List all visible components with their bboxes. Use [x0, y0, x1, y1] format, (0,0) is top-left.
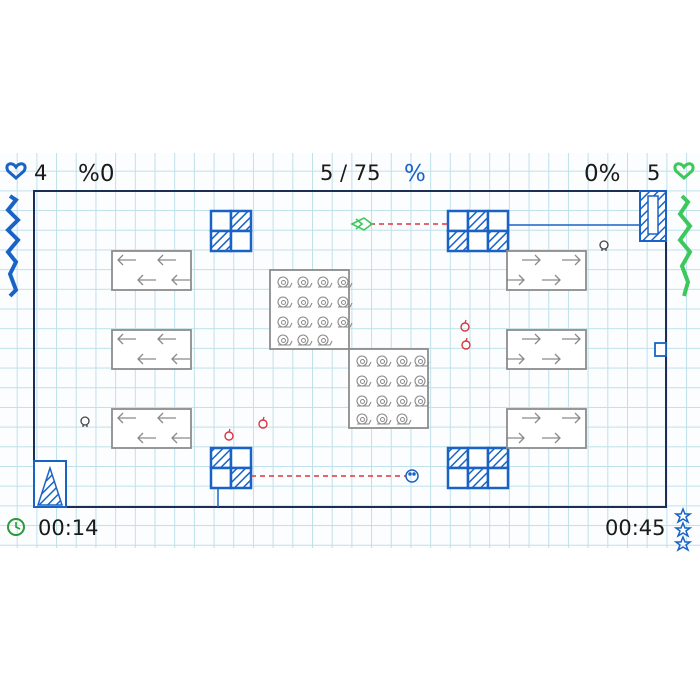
blue-base-left	[33, 460, 67, 508]
snail-block-lower	[348, 348, 430, 429]
blue-energy-bar	[5, 194, 21, 298]
green-player-ship	[350, 217, 374, 231]
blue-block-cluster-bottom-left	[209, 446, 253, 490]
green-heart-icon	[673, 162, 695, 180]
blue-heart-icon	[5, 162, 27, 180]
right-player-count: 5	[647, 161, 661, 185]
skull-icon	[599, 240, 609, 251]
blue-marker-right-wall	[654, 342, 667, 357]
conveyor-left-bottom	[111, 408, 192, 449]
conveyor-right-bottom	[505, 408, 587, 449]
time-limit: 00:45	[605, 516, 666, 540]
left-player-count: 4	[34, 161, 48, 185]
clock-icon	[7, 518, 25, 536]
blue-block-cluster-top-right	[446, 209, 510, 253]
star-icon	[673, 506, 693, 552]
skull-icon	[80, 416, 90, 427]
red-apple-icon	[224, 428, 234, 441]
snail-block-upper	[269, 269, 353, 350]
right-percent: 0%	[584, 161, 621, 187]
elapsed-time: 00:14	[38, 516, 99, 540]
red-apple-icon	[258, 416, 268, 429]
conveyor-left-middle	[111, 329, 192, 370]
conveyor-left-top	[111, 250, 192, 291]
red-apple-icon	[461, 337, 471, 350]
blue-base-right	[639, 190, 667, 242]
blue-block-cluster-bottom-right	[446, 446, 510, 490]
conveyor-right-middle	[505, 329, 587, 370]
left-percent: %0	[78, 161, 115, 187]
blue-player-ball	[405, 469, 419, 483]
green-energy-bar	[677, 194, 693, 297]
progress-counter: 5 / 75	[320, 161, 381, 185]
progress-percent-symbol: %	[404, 161, 426, 187]
red-apple-icon	[460, 319, 470, 332]
conveyor-right-top	[505, 250, 587, 291]
blue-block-cluster-top-left	[209, 209, 253, 253]
